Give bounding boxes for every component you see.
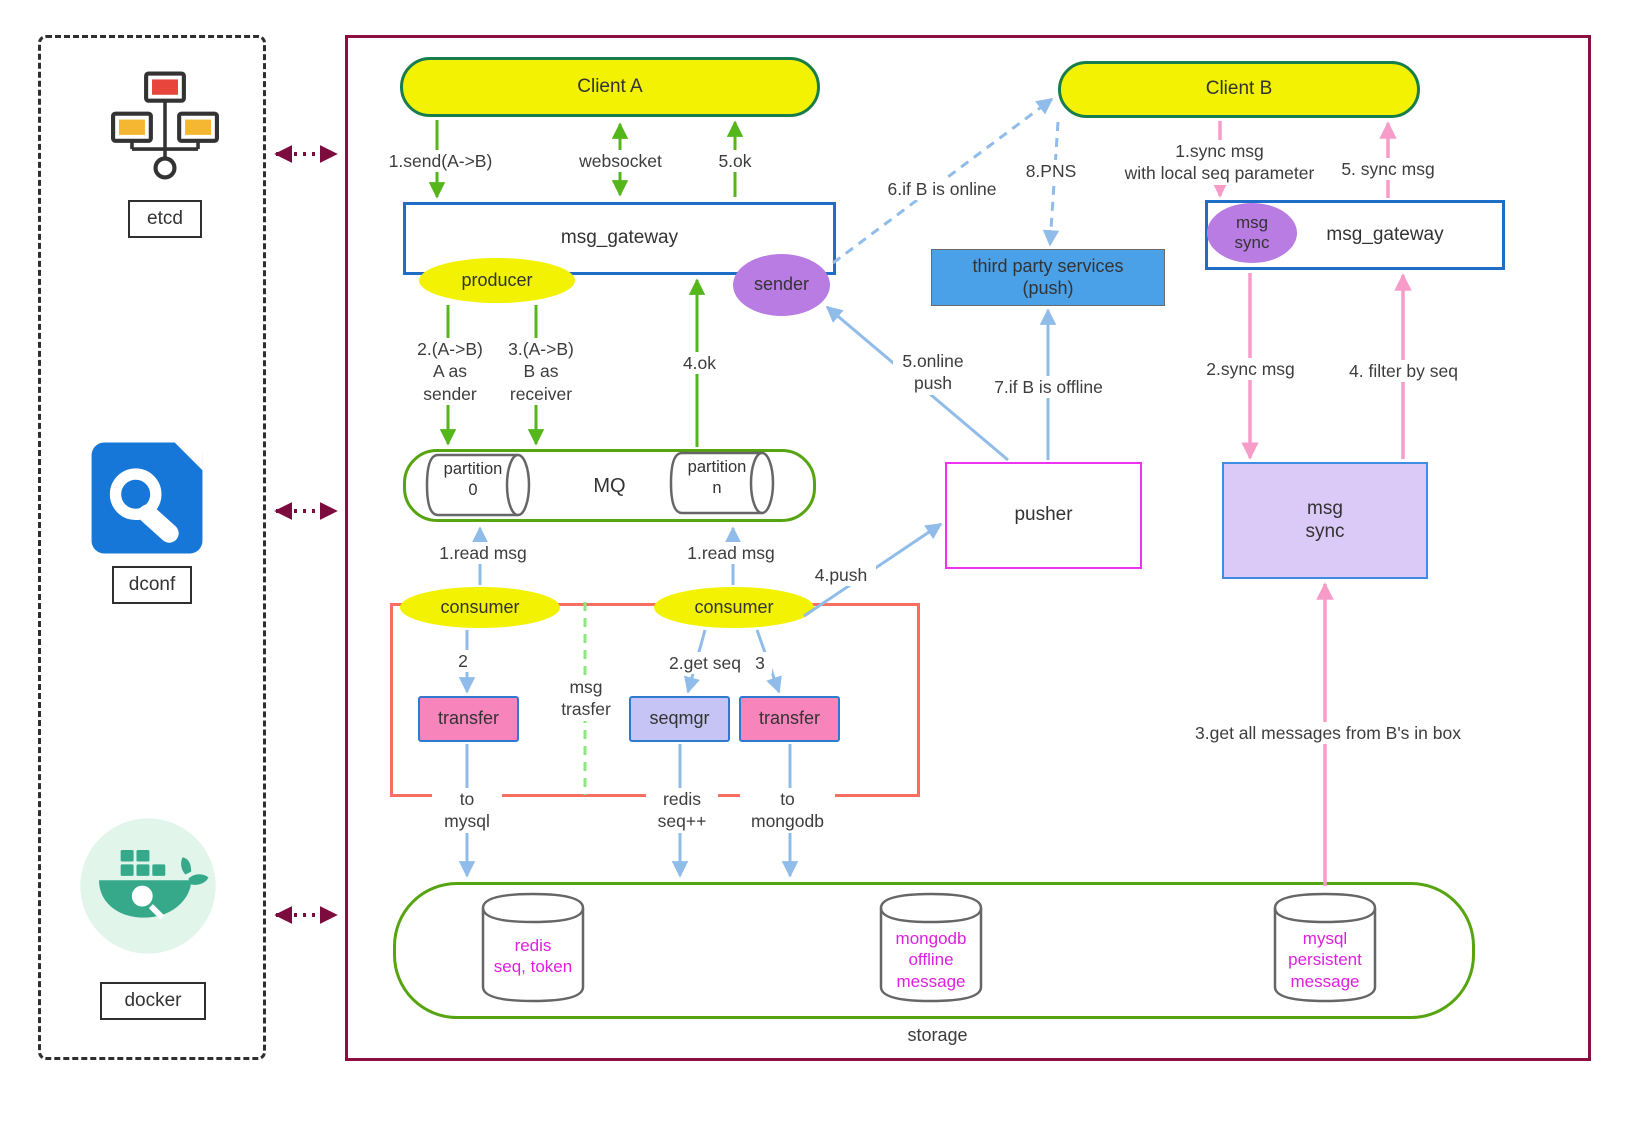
etcd-label: etcd <box>128 200 202 238</box>
label-msg-trasfer: msg trasfer <box>546 676 626 721</box>
label-redis-seq: redis seq++ <box>646 788 718 833</box>
label-get-seq: 2.get seq <box>660 652 750 675</box>
third-party-services-node: third party services (push) <box>931 249 1165 306</box>
label-b-as-receiver: 3.(A->B) B as receiver <box>496 338 586 406</box>
msg-sync-box: msg sync <box>1222 462 1428 579</box>
label-push4: 4.push <box>806 564 876 587</box>
label-sync5: 5. sync msg <box>1332 158 1444 181</box>
mongodb-cylinder <box>879 892 983 1003</box>
client-a-node: Client A <box>400 57 820 117</box>
consumer-right-node: consumer <box>654 587 814 628</box>
partition-n-cylinder <box>669 451 775 515</box>
sender-node: sender <box>733 254 830 316</box>
docker-label-text: docker <box>124 990 182 1011</box>
etcd-label-text: etcd <box>147 208 183 229</box>
label-sync1: 1.sync msg with local seq parameter <box>1102 140 1337 185</box>
label-if-online: 6.if B is online <box>872 178 1012 201</box>
label-pns: 8.PNS <box>1020 160 1082 183</box>
label-storage: storage <box>870 1024 1005 1048</box>
label-get-all: 3.get all messages from B's in box <box>1168 722 1488 745</box>
docker-label: docker <box>100 982 206 1020</box>
infra-panel <box>38 35 266 1060</box>
label-if-offline: 7.if B is offline <box>976 376 1121 399</box>
mysql-db-label: mysql persistent message <box>1288 929 1362 991</box>
pusher-node: pusher <box>945 462 1142 569</box>
msg-sync-ellipse: msg sync <box>1207 203 1297 263</box>
redis-cylinder <box>481 892 585 1003</box>
label-ok5: 5.ok <box>710 150 760 173</box>
mysql-cylinder <box>1273 892 1377 1003</box>
docker-whale-icon <box>80 818 216 954</box>
partition-n-label: partition n <box>687 458 747 497</box>
dconf-wrench-icon <box>91 442 203 554</box>
main-frame <box>345 35 1591 1061</box>
etcd-cluster-icon <box>111 71 219 180</box>
label-read-msg-left: 1.read msg <box>428 542 538 565</box>
label-a-as-sender: 2.(A->B) A as sender <box>405 338 495 406</box>
label-online-push: 5.online push <box>893 350 973 395</box>
label-send: 1.send(A->B) <box>378 150 503 173</box>
label-to-mongodb: to mongodb <box>740 788 835 833</box>
label-ok4: 4.ok <box>672 352 727 375</box>
label-step3: 3 <box>748 652 772 675</box>
label-step2: 2 <box>450 650 476 673</box>
dconf-label: dconf <box>112 566 192 604</box>
transfer-left-node: transfer <box>418 696 519 742</box>
producer-node: producer <box>419 258 575 303</box>
label-to-mysql: to mysql <box>432 788 502 833</box>
label-read-msg-right: 1.read msg <box>676 542 786 565</box>
client-b-node: Client B <box>1058 61 1420 118</box>
consumer-left-node: consumer <box>400 587 560 628</box>
partition-0-label: partition 0 <box>443 460 503 499</box>
label-filter4: 4. filter by seq <box>1336 360 1471 383</box>
redis-db-label: redis seq, token <box>493 936 573 977</box>
label-websocket: websocket <box>568 150 673 173</box>
seqmgr-node: seqmgr <box>629 696 730 742</box>
transfer-right-node: transfer <box>739 696 840 742</box>
label-sync2: 2.sync msg <box>1198 358 1303 381</box>
mongodb-db-label: mongodb offline message <box>895 929 967 991</box>
dconf-label-text: dconf <box>128 574 176 595</box>
partition-0-cylinder <box>425 453 531 517</box>
